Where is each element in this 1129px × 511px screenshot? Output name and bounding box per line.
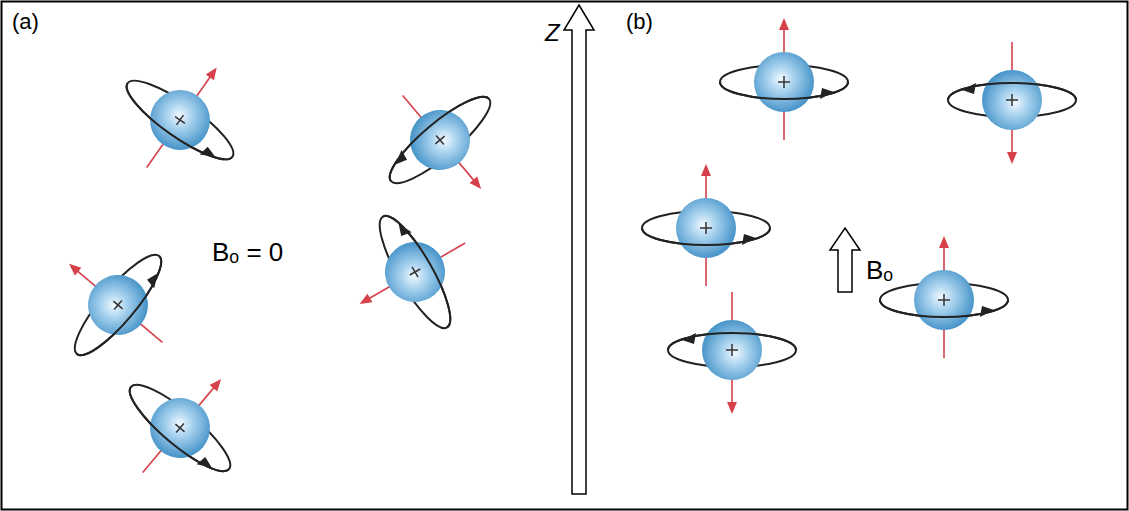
field-label: Bₒ = 0 xyxy=(212,238,283,267)
panel-label: (a) xyxy=(12,10,39,34)
nucleus xyxy=(354,54,530,230)
nucleus xyxy=(28,215,204,391)
nucleus xyxy=(642,164,770,286)
nucleus xyxy=(720,18,848,140)
nucleus xyxy=(668,292,796,414)
field-label: Bₒ xyxy=(866,256,893,285)
nucleus xyxy=(948,42,1076,164)
field-arrow xyxy=(830,228,860,292)
nucleus xyxy=(94,338,270,511)
nucleus xyxy=(880,236,1008,358)
axis-label: Z xyxy=(545,20,560,46)
panel-label: (b) xyxy=(626,10,653,34)
nucleus xyxy=(328,188,498,360)
z-axis-arrow xyxy=(564,5,594,494)
nucleus xyxy=(94,31,269,204)
